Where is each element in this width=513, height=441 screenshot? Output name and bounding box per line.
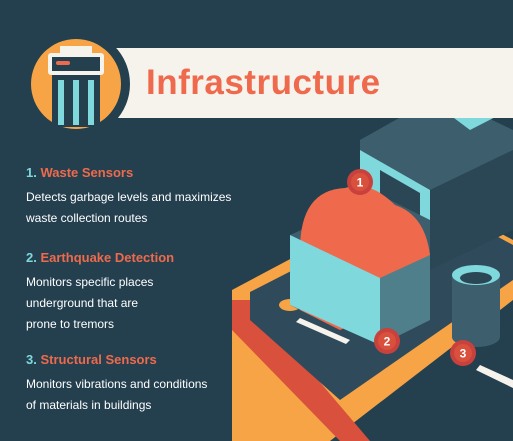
section-2-line-1: Monitors specific places <box>26 275 154 289</box>
page-title: Infrastructure <box>146 63 381 102</box>
marker-1: 1 <box>347 169 373 195</box>
section-1-line-1: Detects garbage levels and maximizes <box>26 190 232 204</box>
cylinder-body <box>452 275 500 337</box>
marker-3-label: 3 <box>460 347 467 361</box>
section-3-line-2: of materials in buildings <box>26 398 152 412</box>
marker-1-label: 1 <box>357 176 364 190</box>
trash-bin-icon <box>22 30 130 138</box>
section-2-line-2: underground that are <box>26 296 139 310</box>
section-2-description: Monitors specific places underground tha… <box>26 272 174 335</box>
section-earthquake-detection: 2. Earthquake Detection Monitors specifi… <box>26 250 174 335</box>
section-1-line-2: waste collection routes <box>26 211 148 225</box>
section-1-number: 1. <box>26 165 37 180</box>
rail-2 <box>476 365 513 388</box>
section-1-title: Waste Sensors <box>40 165 134 180</box>
section-2-heading: 2. Earthquake Detection <box>26 250 174 266</box>
platform-red-side <box>232 300 370 441</box>
section-3-line-1: Monitors vibrations and conditions <box>26 377 208 391</box>
cylinder-ring <box>460 272 492 284</box>
marker-2: 2 <box>374 328 400 354</box>
section-structural-sensors: 3. Structural Sensors Monitors vibration… <box>26 352 207 416</box>
bin-front-right <box>380 255 430 345</box>
section-1-description: Detects garbage levels and maximizes was… <box>26 187 231 229</box>
marker-3: 3 <box>450 340 476 366</box>
bin-front <box>290 235 380 345</box>
title-banner <box>62 48 513 118</box>
section-2-number: 2. <box>26 250 37 265</box>
tower-dark-side <box>430 150 513 270</box>
section-1-heading: 1. Waste Sensors <box>26 165 231 181</box>
section-3-heading: 3. Structural Sensors <box>26 352 207 368</box>
rail-1 <box>296 318 350 344</box>
marker-2-label: 2 <box>384 335 391 349</box>
section-3-description: Monitors vibrations and conditions of ma… <box>26 374 207 416</box>
section-3-number: 3. <box>26 352 37 367</box>
section-2-line-3: prone to tremors <box>26 317 115 331</box>
section-waste-sensors: 1. Waste Sensors Detects garbage levels … <box>26 165 231 229</box>
section-2-title: Earthquake Detection <box>40 250 175 265</box>
section-3-title: Structural Sensors <box>40 352 157 367</box>
